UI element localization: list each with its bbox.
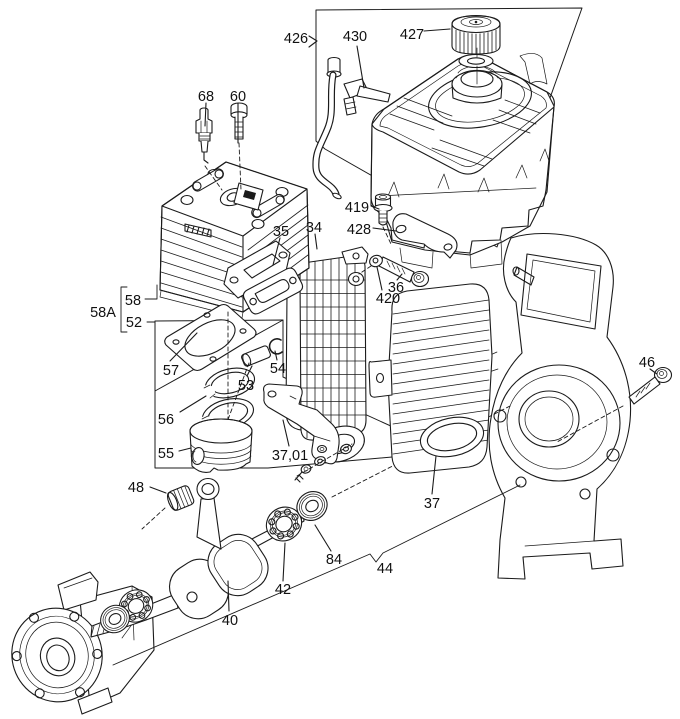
bolt-46 xyxy=(628,366,673,405)
bracket-37-01 xyxy=(263,383,340,465)
bracket-screw xyxy=(294,464,312,483)
cylinder xyxy=(159,161,310,319)
fuel-tap xyxy=(326,56,391,116)
piston-pin xyxy=(241,345,271,367)
connecting-rod xyxy=(196,477,222,550)
callout-420: 420 xyxy=(376,291,400,307)
callout-58: 58 xyxy=(125,293,141,309)
washer-420 xyxy=(369,254,383,268)
fuel-hose xyxy=(312,71,342,200)
cover-exhaust-opening xyxy=(419,416,485,458)
callout-52: 52 xyxy=(126,315,142,331)
callout-427: 427 xyxy=(400,27,424,43)
callout-53: 53 xyxy=(238,378,254,394)
callout-34: 34 xyxy=(306,220,322,236)
leader-lines xyxy=(149,28,658,612)
nut-48 xyxy=(166,485,195,511)
callout-37: 37 xyxy=(424,496,440,512)
callout-60: 60 xyxy=(230,89,246,105)
fan-housing xyxy=(487,233,632,580)
cylinder-gasket-57 xyxy=(164,303,257,372)
crankcase-half xyxy=(11,571,155,715)
callout-42: 42 xyxy=(275,582,291,598)
piston xyxy=(189,418,253,473)
callout-419: 419 xyxy=(345,200,369,216)
muffler xyxy=(285,246,369,463)
callout-37-01: 37,01 xyxy=(272,448,308,464)
screw-60 xyxy=(230,102,248,140)
tank-ribs xyxy=(389,97,541,167)
cap-washer xyxy=(458,53,494,69)
callout-84: 84 xyxy=(326,552,342,568)
callout-426: 426 xyxy=(284,31,308,47)
crankcase-assembly-line xyxy=(112,484,521,666)
callout-44: 44 xyxy=(377,561,393,577)
callout-35: 35 xyxy=(273,224,289,240)
bracket-nut xyxy=(340,443,352,455)
fuel-tank xyxy=(370,53,555,269)
callout-46: 46 xyxy=(639,355,655,371)
screw-419 xyxy=(373,193,393,226)
callout-36: 36 xyxy=(388,280,404,296)
callout-40: 40 xyxy=(222,613,238,629)
assembly-brackets xyxy=(120,284,158,333)
tank-cap xyxy=(451,14,501,55)
cylinder-fins-left xyxy=(160,216,243,308)
spark-plug xyxy=(195,107,213,164)
callout-58A: 58A xyxy=(90,305,116,321)
tank-gussets xyxy=(387,148,550,198)
callout-428: 428 xyxy=(347,222,371,238)
callout-68: 68 xyxy=(198,89,214,105)
callout-56: 56 xyxy=(158,412,174,428)
callout-57: 57 xyxy=(163,363,179,379)
callout-48: 48 xyxy=(128,480,144,496)
piston-ring-1 xyxy=(201,367,256,399)
bracket-428 xyxy=(392,213,458,259)
callout-55: 55 xyxy=(158,446,174,462)
exhaust-gasket xyxy=(242,267,304,315)
circlip xyxy=(268,338,283,355)
callout-54: 54 xyxy=(270,361,286,377)
engine-cover xyxy=(368,283,493,474)
callout-labels: 426 430 427 419 428 68 60 35 34 36 420 5… xyxy=(90,27,655,629)
bracket-washer xyxy=(314,456,326,466)
callout-430: 430 xyxy=(343,29,367,45)
